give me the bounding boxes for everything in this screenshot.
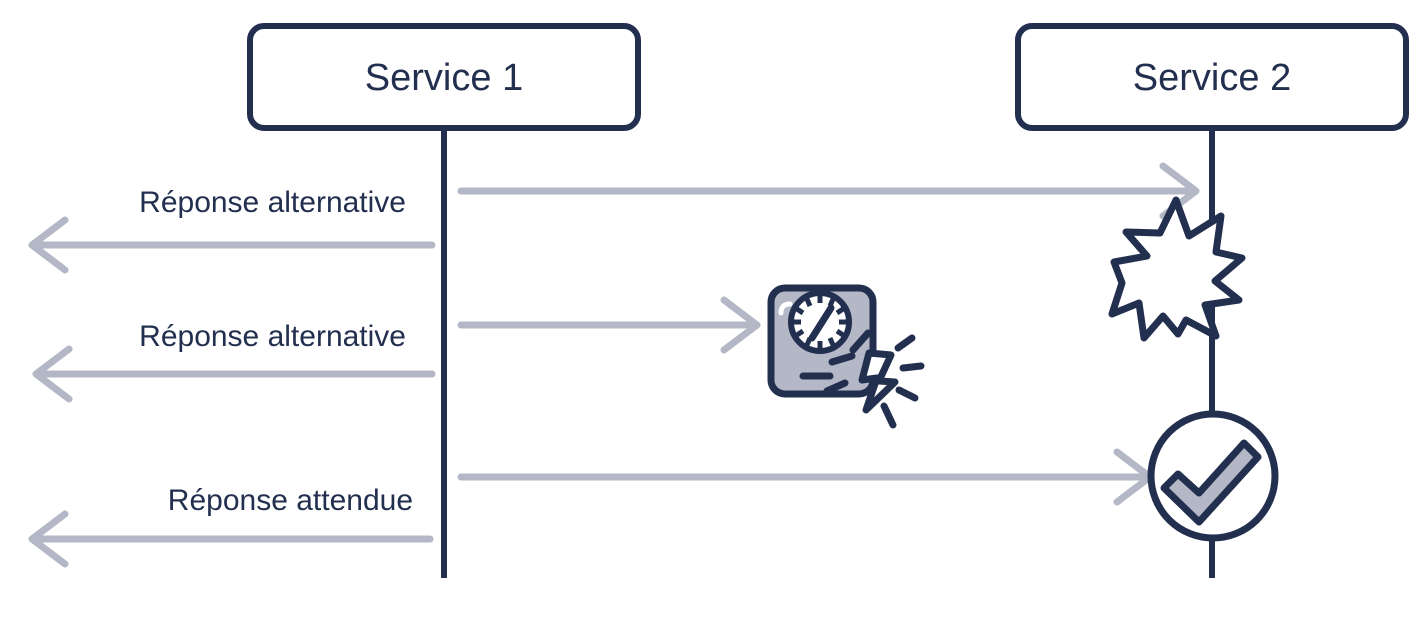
message-response-1: Réponse alternative [28, 186, 436, 274]
lightning-bolt [858, 349, 899, 414]
arrowhead-left-response-3 [28, 510, 69, 568]
message-response-3: Réponse attendue [28, 484, 434, 568]
message-request-3 [457, 448, 1154, 506]
participant-box-service-1[interactable] [247, 23, 641, 131]
participant-service-2[interactable]: Service 2 [1015, 23, 1409, 131]
check-mark-glyph [1160, 439, 1262, 526]
arrowhead-left-response-2 [32, 345, 73, 403]
bolt-spark-rays [880, 334, 925, 429]
arrowhead-right-request-2 [720, 296, 761, 354]
participant-label-service-2: Service 2 [1133, 57, 1291, 99]
message-request-1 [457, 162, 1200, 220]
timeout-gauge-icon [767, 284, 925, 429]
message-label-response-2: Réponse alternative [139, 320, 406, 353]
check-circle-icon [1147, 410, 1279, 542]
message-label-response-3: Réponse attendue [168, 484, 413, 517]
participant-service-1[interactable]: Service 1 [247, 23, 641, 131]
message-request-2 [457, 296, 761, 354]
participant-box-service-2[interactable] [1015, 23, 1409, 131]
participant-label-service-1: Service 1 [365, 57, 523, 99]
gauge-needle [808, 304, 835, 342]
explosion-burst-path [1108, 196, 1246, 342]
arrowhead-left-response-1 [28, 216, 69, 274]
message-label-response-1: Réponse alternative [139, 186, 406, 219]
message-response-2: Réponse alternative [32, 320, 436, 403]
timeout-corner-highlight [778, 301, 793, 316]
timeout-spark-dashes [823, 329, 872, 395]
explosion-burst-icon [1108, 196, 1246, 342]
